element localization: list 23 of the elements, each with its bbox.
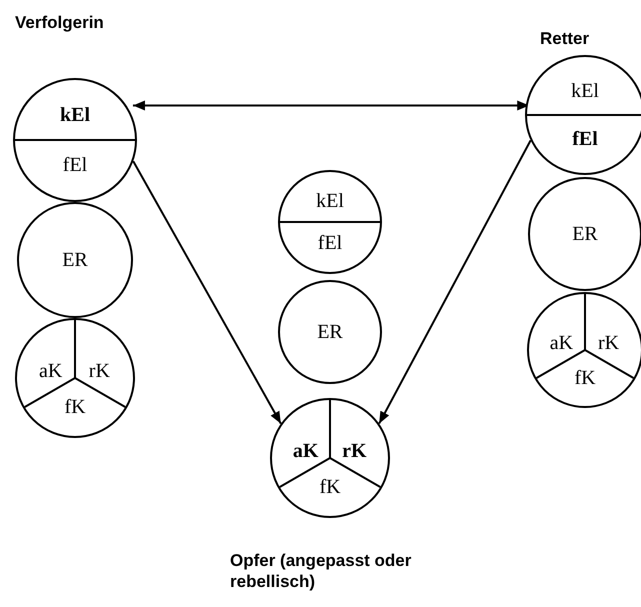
ego-state-label: ER	[317, 322, 343, 342]
ego-state-label: rK	[598, 333, 620, 354]
ego-state-label: rK	[342, 441, 367, 462]
ego-state-label: aK	[550, 333, 574, 354]
role-title: Retter	[540, 28, 590, 50]
ego-state-label: fK	[64, 397, 86, 417]
ego-state-label: fK	[574, 368, 596, 388]
ego-state-label: fEl	[62, 155, 88, 176]
role-title: Opfer (angepasst oder rebellisch)	[230, 550, 412, 592]
ego-state-label: fEl	[572, 129, 598, 150]
ego-state-label: ER	[62, 250, 88, 270]
role-title: Verfolgerin	[15, 12, 105, 34]
ego-state-label: fEl	[318, 233, 342, 253]
ego-state-label: aK	[292, 441, 318, 462]
ego-state-label: ER	[572, 224, 598, 244]
ego-state-label: fK	[319, 477, 341, 497]
ego-state-label: rK	[88, 361, 110, 382]
ego-state-label: kEl	[316, 191, 344, 211]
ego-state-label: kEl	[571, 80, 599, 101]
arrow	[132, 160, 282, 424]
arrow	[378, 140, 532, 424]
ego-state-label: kEl	[60, 104, 90, 125]
ego-state-label: aK	[38, 361, 62, 382]
